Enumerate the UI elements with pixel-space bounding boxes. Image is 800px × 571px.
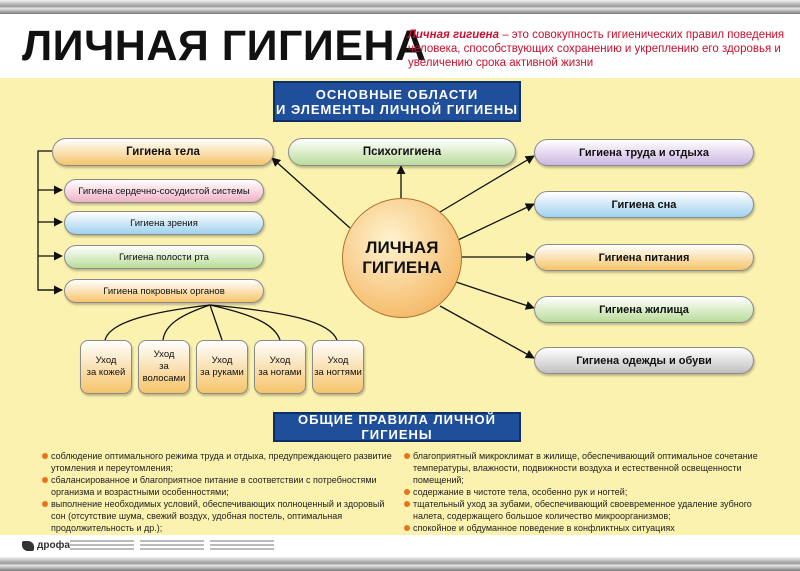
bottom-hanging-rail [0, 557, 800, 571]
left-bracket-line [37, 150, 62, 291]
tree-line-nails [209, 304, 338, 341]
bullet-icon [42, 453, 48, 459]
node-skin-organs-hygiene-label: Гигиена покровных органов [103, 285, 225, 297]
node-body-hygiene-label: Гигиена тела [126, 146, 200, 158]
bullet-icon [42, 477, 48, 483]
care-hands: Уход за руками [196, 340, 248, 394]
rule-text: соблюдение оптимального режима труда и о… [51, 451, 392, 473]
node-body-hygiene: Гигиена тела [52, 138, 274, 166]
definition-term: Личная гигиена [408, 29, 500, 41]
rule-item: тщательный уход за зубами, обеспечивающи… [404, 498, 784, 522]
node-mouth-hygiene-label: Гигиена полости рта [119, 251, 209, 263]
rule-item: благоприятный микроклимат в жилище, обес… [404, 450, 784, 486]
bullet-icon [404, 525, 410, 531]
node-skin-organs-hygiene: Гигиена покровных органов [64, 279, 264, 303]
node-nutrition-hygiene-label: Гигиена питания [598, 251, 690, 264]
bullet-icon [404, 489, 410, 495]
bullet-icon [404, 453, 410, 459]
node-psycho-hygiene-label: Психогигиена [362, 146, 442, 158]
node-sleep-hygiene: Гигиена сна [534, 191, 754, 218]
care-feet: Уход за ногами [254, 340, 306, 394]
care-feet-line1: Уход [269, 355, 291, 366]
node-vision-hygiene-label: Гигиена зрения [130, 217, 198, 229]
rules-right-column: благоприятный микроклимат в жилище, обес… [404, 450, 784, 534]
center-node-line2: ГИГИЕНА [362, 258, 442, 277]
node-work-rest-hygiene: Гигиена труда и отдыха [534, 139, 754, 166]
care-hair: Уход за волосами [138, 340, 190, 394]
main-areas-banner-line2: И ЭЛЕМЕНТЫ ЛИЧНОЙ ГИГИЕНЫ [276, 101, 518, 117]
rule-text: содержание в чистоте тела, особенно рук … [413, 487, 628, 497]
care-skin: Уход за кожей [80, 340, 132, 394]
node-mouth-hygiene: Гигиена полости рта [64, 245, 264, 269]
fineprint-block [140, 538, 204, 555]
care-nails-line2: за ногтями [314, 367, 362, 378]
care-hands-line1: Уход [211, 355, 233, 366]
general-rules-banner: ОБЩИЕ ПРАВИЛА ЛИЧНОЙ ГИГИЕНЫ [273, 412, 521, 442]
care-nails-line1: Уход [327, 355, 349, 366]
tree-line-hair [162, 304, 211, 341]
node-cardio-hygiene-label: Гигиена сердечно-сосудистой системы [78, 185, 250, 197]
fineprint-block [70, 538, 134, 555]
care-hair-line2: за волосами [142, 361, 186, 384]
tree-line-feet [209, 304, 281, 341]
publisher-logo-icon [22, 540, 34, 551]
rule-text: тщательный уход за зубами, обеспечивающи… [413, 499, 752, 521]
definition-body: – это совокупность гигиенических правил … [408, 29, 785, 69]
node-home-hygiene: Гигиена жилища [534, 296, 754, 323]
rule-item: содержание в чистоте тела, особенно рук … [404, 486, 784, 498]
care-nails: Уход за ногтями [312, 340, 364, 394]
arrow-to-sleep [457, 203, 535, 241]
center-node: ЛИЧНАЯ ГИГИЕНА [342, 198, 462, 318]
arrow-to-home [455, 281, 535, 310]
node-cardio-hygiene: Гигиена сердечно-сосудистой системы [64, 179, 264, 203]
rule-item: спокойное и обдуманное поведение в конфл… [404, 522, 784, 534]
rule-item: сбалансированное и благоприятное питание… [42, 474, 392, 498]
node-psycho-hygiene: Психогигиена [288, 138, 516, 166]
bullet-icon [42, 501, 48, 507]
publisher-logo: дрофа [22, 540, 70, 551]
node-clothes-hygiene-label: Гигиена одежды и обуви [576, 354, 712, 367]
bullet-icon [404, 501, 410, 507]
care-skin-line2: за кожей [86, 367, 126, 378]
main-areas-banner: ОСНОВНЫЕ ОБЛАСТИ И ЭЛЕМЕНТЫ ЛИЧНОЙ ГИГИЕ… [273, 81, 521, 122]
node-vision-hygiene: Гигиена зрения [64, 211, 264, 235]
tree-line-skin [104, 304, 211, 341]
tree-line-hands [209, 304, 223, 341]
rules-left-column: соблюдение оптимального режима труда и о… [42, 450, 392, 534]
arrow-to-clothes [439, 305, 535, 359]
care-hands-line2: за руками [200, 367, 244, 378]
publisher-name: дрофа [37, 540, 70, 551]
rule-text: сбалансированное и благоприятное питание… [51, 475, 377, 497]
care-hair-line1: Уход [153, 349, 175, 360]
node-nutrition-hygiene: Гигиена питания [534, 244, 754, 271]
poster-title: ЛИЧНАЯ ГИГИЕНА [22, 22, 427, 70]
care-skin-line1: Уход [95, 355, 117, 366]
rule-item: соблюдение оптимального режима труда и о… [42, 450, 392, 474]
arrow-to-body [271, 157, 351, 229]
node-home-hygiene-label: Гигиена жилища [599, 303, 689, 316]
fineprint-block [210, 538, 274, 555]
node-clothes-hygiene: Гигиена одежды и обуви [534, 347, 754, 374]
arrow-to-work [439, 155, 535, 213]
general-rules-banner-label: ОБЩИЕ ПРАВИЛА ЛИЧНОЙ ГИГИЕНЫ [298, 412, 496, 442]
main-areas-banner-line1: ОСНОВНЫЕ ОБЛАСТИ [315, 86, 479, 102]
rule-text: благоприятный микроклимат в жилище, обес… [413, 451, 758, 485]
definition-text: Личная гигиена – это совокупность гигиен… [408, 28, 788, 70]
rule-text: выполнение необходимых условий, обеспечи… [51, 499, 385, 533]
node-work-rest-hygiene-label: Гигиена труда и отдыха [578, 146, 710, 159]
center-node-line1: ЛИЧНАЯ [365, 238, 439, 257]
rule-item: выполнение необходимых условий, обеспечи… [42, 498, 392, 534]
care-feet-line2: за ногами [258, 367, 302, 378]
node-sleep-hygiene-label: Гигиена сна [611, 198, 677, 211]
rule-text: спокойное и обдуманное поведение в конфл… [413, 523, 675, 533]
top-hanging-rail [0, 0, 800, 14]
